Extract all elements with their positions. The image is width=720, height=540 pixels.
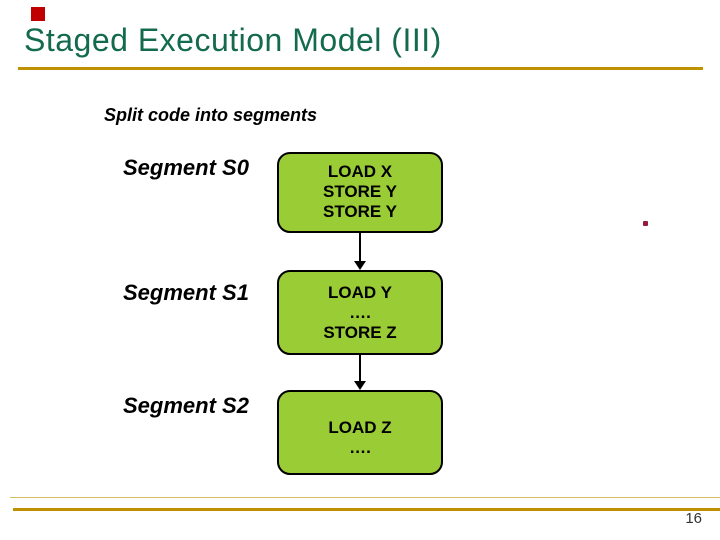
code-line: STORE Y [322,182,397,201]
code-line: LOAD Z [328,418,392,437]
code-line: …. [349,438,371,457]
flow-arrow-s1-s2 [359,355,361,382]
stray-red-dot [643,221,648,226]
code-line: LOAD X [327,162,393,181]
segment-s0-box: LOAD X STORE Y STORE Y [277,152,443,233]
red-corner-square [31,7,45,21]
segment-s1-box: LOAD Y …. STORE Z [277,270,443,355]
title-underline [18,67,703,70]
flow-arrow-s0-s1 [359,233,361,262]
arrow-down-icon [354,261,366,270]
code-line: …. [349,303,371,322]
code-line: LOAD Y [328,283,392,302]
page-number: 16 [685,510,702,527]
footer-rule-thick [13,508,720,511]
footer-rule-thin [10,497,720,498]
code-line: STORE Y [322,202,397,221]
segment-s1-label: Segment S1 [123,280,249,305]
bullet-heading: Split code into segments [104,105,318,125]
segment-s0-label: Segment S0 [123,155,249,180]
code-line: STORE Z [323,323,397,342]
segment-s2-label: Segment S2 [123,393,249,418]
arrow-down-icon [354,381,366,390]
slide-title: Staged Execution Model (III) [24,22,442,58]
segment-s2-box: LOAD Z …. [277,390,443,475]
